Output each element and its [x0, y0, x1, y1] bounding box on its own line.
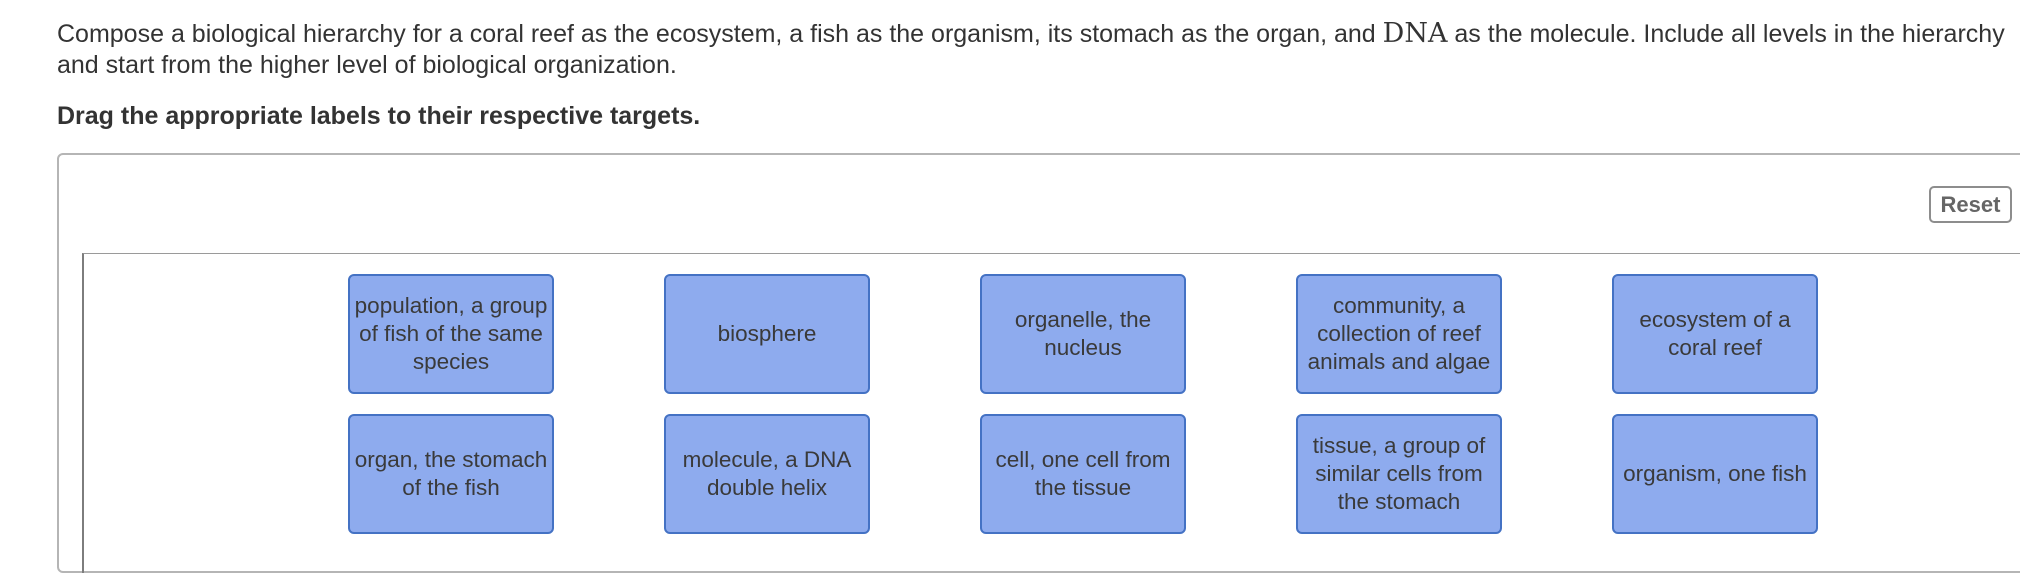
label-cell[interactable]: cell, one cell from the tissue	[980, 414, 1186, 534]
question-text: Compose a biological hierarchy for a cor…	[57, 18, 2007, 81]
instruction-text: Drag the appropriate labels to their res…	[57, 102, 701, 130]
label-bank	[82, 253, 2020, 573]
label-organism[interactable]: organism, one fish	[1612, 414, 1818, 534]
label-organ[interactable]: organ, the stomach of the fish	[348, 414, 554, 534]
label-biosphere[interactable]: biosphere	[664, 274, 870, 394]
question-text-start: Compose a biological hierarchy for a cor…	[57, 20, 1383, 48]
label-community[interactable]: community, a collection of reef animals …	[1296, 274, 1502, 394]
question-text-end: as the molecule. Include all levels in t…	[57, 20, 2005, 79]
label-ecosystem[interactable]: ecosystem of a coral reef	[1612, 274, 1818, 394]
label-population[interactable]: population, a group of fish of the same …	[348, 274, 554, 394]
reset-button[interactable]: Reset	[1929, 186, 2012, 223]
label-molecule[interactable]: molecule, a DNA double helix	[664, 414, 870, 534]
label-tissue[interactable]: tissue, a group of similar cells from th…	[1296, 414, 1502, 534]
dna-math-term: DNA	[1382, 18, 1448, 49]
label-organelle[interactable]: organelle, the nucleus	[980, 274, 1186, 394]
